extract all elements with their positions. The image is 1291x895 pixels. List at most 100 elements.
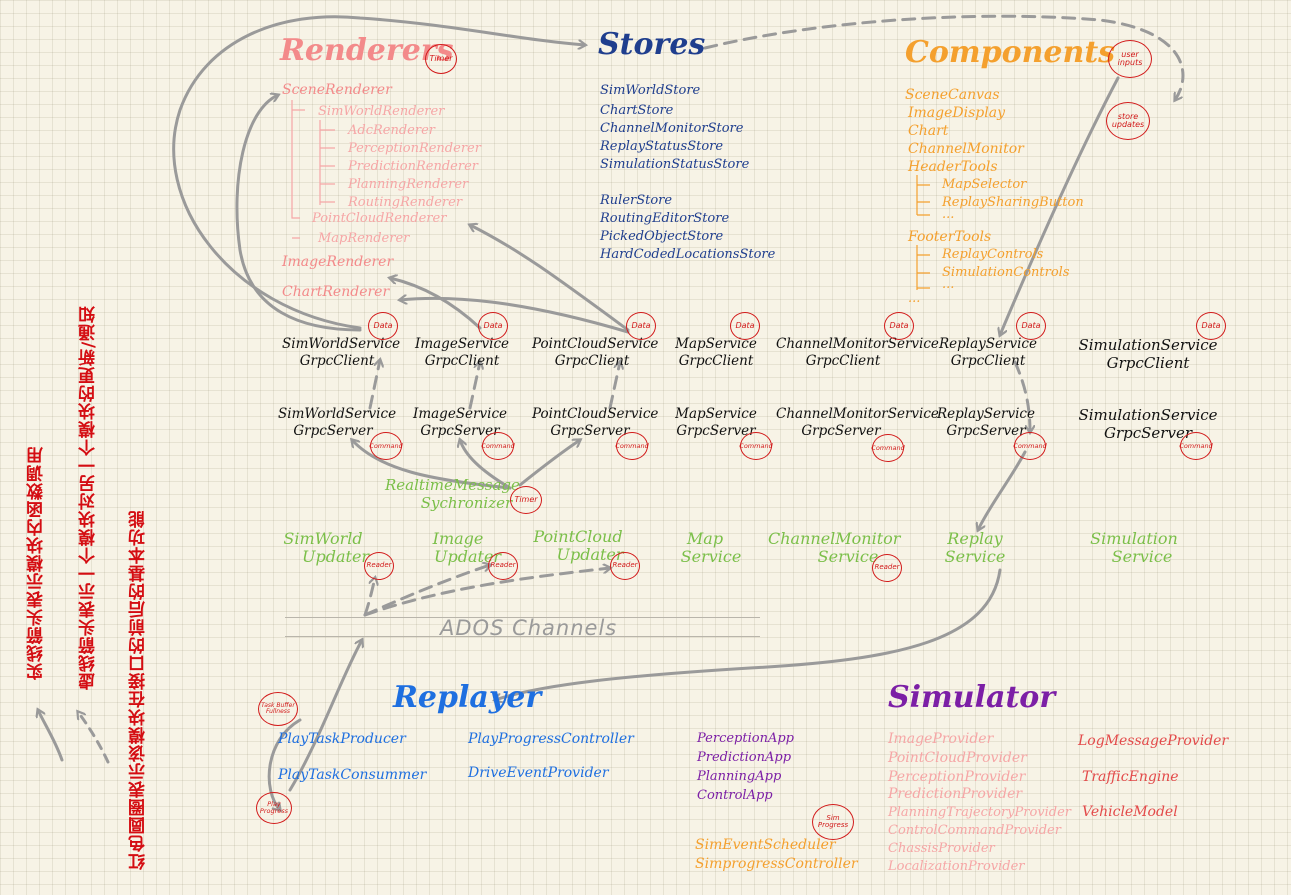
- timer-badge: Timer: [425, 44, 457, 74]
- provider-item: PointCloudProvider: [888, 750, 1027, 766]
- store-item: ReplayStatusStore: [600, 139, 724, 154]
- arrow-pcclient-to-pcrenderer: [470, 225, 630, 332]
- provider-item: PredictionProvider: [888, 786, 1023, 802]
- data-badge: Data: [368, 312, 398, 340]
- store-item: RoutingEditorStore: [600, 211, 730, 226]
- renderer-item: MapRenderer: [318, 231, 410, 246]
- data-badge: Data: [884, 312, 914, 340]
- data-badge: Data: [1196, 312, 1226, 340]
- command-badge: Command: [739, 432, 773, 460]
- app-item: PredictionApp: [697, 750, 792, 765]
- provider-item: ChassisProvider: [888, 841, 995, 856]
- legend-solid-arrow: [38, 710, 64, 762]
- store-updates-badge: store updates: [1106, 102, 1150, 140]
- component-item: ReplaySharingButton: [942, 195, 1084, 210]
- provider-item: PlanningTrajectoryProvider: [888, 805, 1072, 820]
- arrow-client-to-scenerenderer: [235, 95, 362, 332]
- provider-item: ControlCommandProvider: [888, 823, 1061, 838]
- component-item: FooterTools: [908, 229, 992, 245]
- provider-item: LogMessageProvider: [1078, 733, 1229, 749]
- simulator-heading: Simulator: [888, 680, 1056, 715]
- replayer-item: DriveEventProvider: [468, 765, 609, 781]
- arrow-replayservice-to-replayer: [495, 568, 1002, 700]
- provider-item: VehicleModel: [1082, 804, 1178, 820]
- app-item: PlanningApp: [697, 769, 782, 784]
- arrow-sync-to-simworld-server: [352, 440, 512, 490]
- store-item: HardCodedLocationsStore: [600, 247, 776, 262]
- arrow-simworld-to-stores: [172, 15, 585, 330]
- arrow-userinputs-to-replayclient: [1000, 76, 1120, 335]
- provider-item: LocalizationProvider: [888, 859, 1025, 874]
- store-item: RulerStore: [600, 193, 673, 208]
- provider-item: PerceptionProvider: [888, 769, 1026, 785]
- arrow-sync-to-image-server: [460, 440, 512, 490]
- reader-badge: Reader: [610, 552, 640, 580]
- dashed-simworld-server-to-client: [368, 360, 380, 410]
- play-progress-badge: Play Progress: [256, 792, 292, 824]
- renderer-item: PerceptionRenderer: [348, 141, 481, 156]
- renderer-item: PlanningRenderer: [348, 177, 469, 192]
- component-item: Chart: [908, 123, 949, 139]
- command-badge: Command: [615, 432, 649, 460]
- timer-badge: Timer: [510, 486, 542, 514]
- store-item: ChannelMonitorStore: [600, 121, 744, 136]
- component-item: ...: [942, 277, 955, 292]
- arrow-imageclient-to-imagerenderer: [390, 278, 482, 330]
- legend-dashed-arrow: [78, 712, 110, 764]
- task-buffer-badge: Task Buffer Fullness: [258, 692, 298, 726]
- command-badge: Command: [1013, 432, 1047, 460]
- store-item: SimulationStatusStore: [600, 157, 750, 172]
- renderer-item: SimWorldRenderer: [318, 104, 445, 119]
- sim-progress-badge: Sim Progress: [812, 804, 854, 840]
- stores-heading: Stores: [598, 27, 706, 62]
- renderer-item: RoutingRenderer: [348, 195, 463, 210]
- component-item: ChannelMonitor: [908, 141, 1024, 157]
- store-item: PickedObjectStore: [600, 229, 724, 244]
- ados-channels-label: ADOS Channels: [440, 616, 618, 640]
- component-item: ...: [942, 207, 955, 222]
- replayer-heading: Replayer: [393, 680, 542, 715]
- legend-solid-text: 实线箭头表示模块内函数调用: [27, 446, 47, 680]
- data-badge: Data: [730, 312, 760, 340]
- arrow-replay-command-to-service: [978, 450, 1027, 530]
- command-badge: Command: [1179, 432, 1213, 460]
- data-badge: Data: [1016, 312, 1046, 340]
- dashed-image-server-to-client: [468, 362, 480, 410]
- renderer-item: PointCloudRenderer: [312, 211, 447, 226]
- data-badge: Data: [478, 312, 508, 340]
- store-item: ChartStore: [600, 103, 674, 118]
- renderers-heading: Renderers: [280, 33, 454, 68]
- renderer-item: AdcRenderer: [348, 123, 435, 138]
- sim-item: SimprogressController: [695, 856, 858, 872]
- command-badge: Command: [871, 434, 905, 462]
- replayer-item: PlayProgressController: [468, 731, 634, 747]
- component-item: SimulationControls: [942, 265, 1070, 280]
- component-item: ImageDisplay: [908, 105, 1005, 121]
- component-item: SceneCanvas: [905, 87, 1000, 103]
- command-badge: Command: [369, 432, 403, 460]
- dashed-pc-server-to-client: [608, 362, 620, 410]
- dashed-replay-client-to-server: [1013, 360, 1030, 432]
- app-item: PerceptionApp: [697, 731, 794, 746]
- data-badge: Data: [626, 312, 656, 340]
- replayer-item: PlayTaskConsummer: [278, 767, 427, 783]
- dashed-channels-to-simworld: [363, 578, 375, 617]
- command-badge: Command: [481, 432, 515, 460]
- provider-item: TrafficEngine: [1082, 769, 1179, 785]
- reader-badge: Reader: [364, 552, 394, 580]
